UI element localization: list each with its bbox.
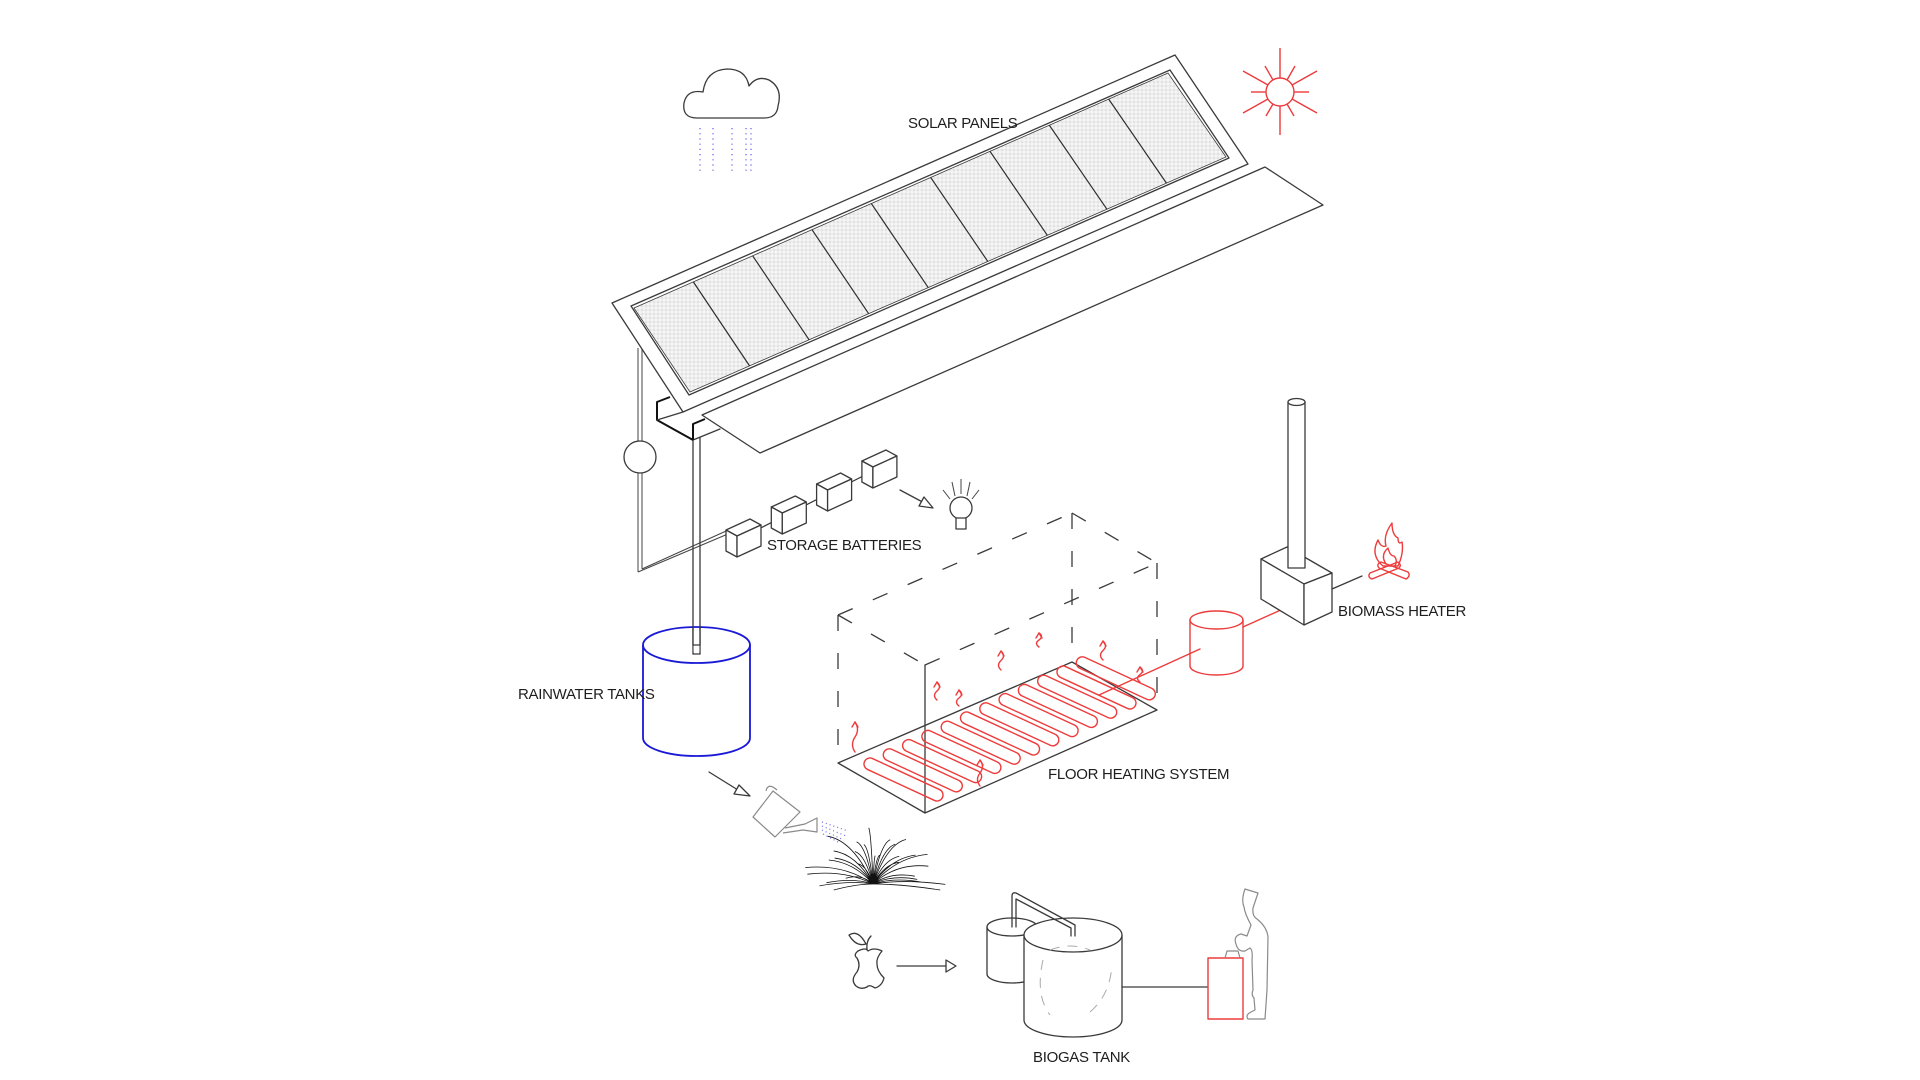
panel-divider <box>870 203 929 288</box>
panel-divider <box>811 229 870 315</box>
panel-divider <box>1108 98 1167 184</box>
panel-divider <box>1048 124 1108 210</box>
electric-wire <box>637 348 736 573</box>
plant-icon <box>805 827 946 891</box>
floor-heating-room <box>837 512 1158 814</box>
label-storage-batteries: STORAGE BATTERIES <box>767 537 922 554</box>
battery <box>770 495 807 535</box>
heat-wave <box>851 721 859 753</box>
arrow-to-bulb <box>899 489 934 509</box>
biogas-tank <box>986 892 1209 1038</box>
label-biogas-tank: BIOGAS TANK <box>1033 1049 1130 1066</box>
label-rainwater-tanks: RAINWATER TANKS <box>518 686 655 703</box>
cloud-rain-icon <box>683 68 780 173</box>
panel-divider <box>930 177 989 262</box>
arrow-to-biogas <box>896 959 957 973</box>
panel-divider <box>752 255 810 341</box>
panel-divider <box>692 281 751 367</box>
arrow-to-watering-can <box>708 771 751 797</box>
label-floor-heating-system: FLOOR HEATING SYSTEM <box>1048 766 1229 783</box>
light-bulb-icon <box>942 479 980 530</box>
deflector-plate <box>701 166 1324 454</box>
heat-wave <box>976 759 984 787</box>
person-cooking-icon <box>1224 888 1269 1020</box>
rainwater-tank <box>642 625 751 757</box>
panel-dividers <box>692 98 1167 367</box>
apple-core-icon <box>848 932 885 989</box>
battery <box>725 518 762 558</box>
label-biomass-heater: BIOMASS HEATER <box>1338 603 1467 620</box>
biomass-heater <box>1260 397 1363 626</box>
plant-blades <box>805 827 946 891</box>
sun-icon <box>1242 48 1318 135</box>
heat-wave <box>933 681 941 701</box>
downpipe <box>692 436 701 655</box>
rain-gutter <box>656 396 721 441</box>
heat-wave <box>955 689 963 707</box>
battery-wire <box>740 468 878 539</box>
floor-heating-coil <box>863 656 1156 802</box>
heat-wave <box>1035 632 1043 648</box>
inverter <box>623 440 657 474</box>
heat-wave <box>1136 666 1144 683</box>
storage-batteries <box>725 449 898 558</box>
solar-panel-array <box>611 54 1324 655</box>
hot-water-tank <box>1098 608 1284 696</box>
coil-loops <box>863 656 1156 802</box>
heat-waves <box>851 632 1144 787</box>
fire-icon <box>1368 522 1410 580</box>
heat-wave <box>997 650 1005 671</box>
label-solar-panels: SOLAR PANELS <box>908 115 1018 132</box>
gas-stove <box>1207 957 1244 1020</box>
battery <box>815 472 853 512</box>
battery <box>861 449 898 489</box>
heat-wave <box>1099 640 1107 661</box>
panel-divider <box>989 150 1048 236</box>
watering-can-icon <box>752 785 849 843</box>
